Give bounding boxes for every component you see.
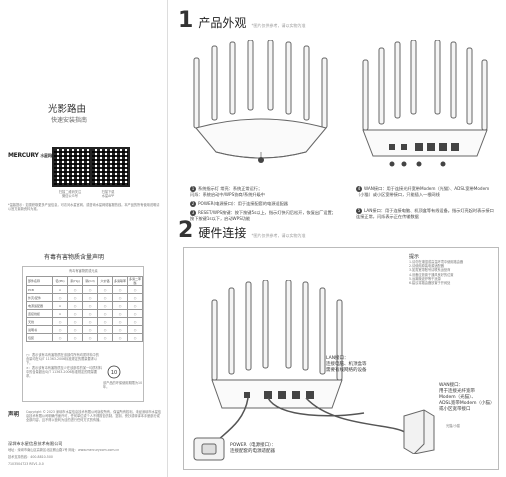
callout-number: 5 xyxy=(356,208,362,214)
table-row: 电源适配器×○○○○○ xyxy=(26,301,143,310)
table-cell: PCB xyxy=(26,285,53,294)
hazard-table-title: 有毒有害物质或元素 xyxy=(69,269,98,273)
power-label: POWER（电源接口）： 连接配套的电源适配器 xyxy=(230,443,276,454)
table-cell: 多溴联苯 xyxy=(112,276,128,286)
table-cell: 连接线缆 xyxy=(26,309,53,318)
brand-name: MERCURY xyxy=(8,152,39,159)
item-text: LAN接口：用于连接电脑、机顶盒等有线设备。指示灯亮起时表示接口连接正常，闪烁表… xyxy=(356,208,494,219)
table-cell: 包装 xyxy=(26,333,53,342)
table-row: 包装○○○○○○ xyxy=(26,333,143,342)
product-title: 光影路由 xyxy=(48,104,87,115)
table-cell: 说明书 xyxy=(26,325,53,334)
qr1-caption: 扫描二维码关注 微信公众号 xyxy=(58,190,82,199)
table-cell: 多溴二苯醚 xyxy=(127,276,143,286)
statement-title: 声明 xyxy=(8,412,20,418)
section-1-heading: 1 产品外观 *图片仅供参考，请以实物为准 xyxy=(178,10,306,32)
hazard-table-box: 有毒有害物质或元素 部件名称 铅(Pb) 汞(Hg) 镉(Cd) 六价铬 多溴联… xyxy=(22,266,144,402)
callout-number: 1 xyxy=(190,186,196,192)
version-code: 7103504723 REV1.0.0 xyxy=(8,462,44,466)
table-cell: 镉(Cd) xyxy=(82,276,98,286)
callout-number: 4 xyxy=(356,186,362,192)
brand-name-cn: 水星网络 xyxy=(40,153,56,158)
connection-diagram-box: 提示 1.请勿在潮湿或高温环境中使用路由器 2.请使用原装电源适配器 3.如需宽… xyxy=(183,247,499,470)
modem-label: 光猫/小猫 xyxy=(446,424,460,428)
table-cell: 外壳/配件 xyxy=(26,293,53,302)
hazard-title: 有毒有害物质含量声明 xyxy=(44,254,105,261)
hazard-col0: 部件名称 xyxy=(26,276,53,286)
qr2-caption: 扫描下载 水星APP xyxy=(101,190,115,199)
wan-label: WAN接口： 用于连接光纤宽带 Modem（光猫）、 ADSL宽带Modem（小… xyxy=(439,383,495,412)
recycle-note: 该产品的环保使用期限为10年。 xyxy=(103,381,143,390)
company-name: 深圳市水星信息技术有限公司 xyxy=(8,441,63,446)
power-adapter-icon xyxy=(193,437,225,461)
left-panel: 光影路由 快速安装指南 MERCURY 水星网络 扫描二维码关注 微信公众号 扫… xyxy=(0,0,168,477)
section-2-title: 硬件连接 xyxy=(198,226,247,240)
table-row: 天线○○○○○○ xyxy=(26,317,143,326)
table-row: 部件名称 铅(Pb) 汞(Hg) 镉(Cd) 六价铬 多溴联苯 多溴二苯醚 xyxy=(26,276,143,286)
table-cell: 六价铬 xyxy=(97,276,113,286)
router-back-illustration xyxy=(362,40,488,167)
section-2-subtitle: *图片仅供参考，请以实物为准 xyxy=(251,233,306,238)
company-address: 地址：深圳市南山区高新区北区朗山路1号 网址：www.mercurycom.co… xyxy=(8,448,120,452)
item-text: 系统指示灯 常亮：系统正常运行； 闪烁：系统启动中/WPS协商/系统升级中 xyxy=(190,186,265,197)
router-connection-illustration xyxy=(211,280,343,409)
table-row: PCB×○○○○○ xyxy=(26,285,143,294)
modem-icon xyxy=(403,409,435,454)
section-1-subtitle: *图片仅供参考，请以实物为准 xyxy=(251,23,306,28)
notes-title: 提示 xyxy=(409,254,420,260)
table-cell: 汞(Hg) xyxy=(67,276,83,286)
table-cell: 天线 xyxy=(26,317,53,326)
table-cell: 铅(Pb) xyxy=(52,276,68,286)
hazard-note: ○：表示该有毒有害物质在该部件所有均质材料中的含量均在SJ/T 11363-20… xyxy=(26,353,102,379)
item-text: WAN接口：用于连接光纤宽带Modem（光猫）、ADSL宽带Modem（小猫）或… xyxy=(356,186,490,197)
led-callout-1 xyxy=(258,157,264,163)
eco-recycle-icon: 10 xyxy=(107,365,121,379)
lan-label: LAN接口： 连接电脑、机顶盒等 需要有线网络的设备 xyxy=(326,356,367,373)
item-text: POWER(电源接口)：用于连接配套的电源适配器 xyxy=(198,201,288,206)
callout-number: 2 xyxy=(190,201,196,207)
section-1-number: 1 xyxy=(178,8,194,33)
section-2-number: 2 xyxy=(178,218,194,243)
hazard-table: 部件名称 铅(Pb) 汞(Hg) 镉(Cd) 六价铬 多溴联苯 多溴二苯醚 PC… xyxy=(26,276,143,342)
product-subtitle: 快速安装指南 xyxy=(51,117,88,124)
section-2-heading: 2 硬件连接 *图片仅供参考，请以实物为准 xyxy=(178,220,306,242)
section-1-title: 产品外观 xyxy=(198,16,247,30)
notes-text: 1.请勿在潮湿或高温环境中使用路由器 2.请使用原装电源适配器 3.如需宽带账号… xyxy=(409,260,464,286)
table-row: 外壳/配件○○○○○○ xyxy=(26,293,143,302)
service-note: *温馨提示：如需获取更多产品信息，可访问水星官网，或咨询水星网络客服热线。本产品… xyxy=(8,203,160,212)
router-front-illustration xyxy=(193,40,328,163)
statement-text: Copyright © 2023 深圳市水星信息技术有限公司版权所有，保留所有权… xyxy=(26,410,162,423)
item-text: RESET/WPS按键：按下按键5s以上，指示灯快闪后松开，恢复出厂设置；按下按… xyxy=(190,210,336,221)
hotline: 技术支持热线：400-8810-500 xyxy=(8,455,53,459)
brand-logo: MERCURY 水星网络 xyxy=(8,152,55,159)
table-row: 说明书○○○○○○ xyxy=(26,325,143,334)
wechat-qr-code xyxy=(52,147,92,187)
svg-text:10: 10 xyxy=(111,370,117,376)
callout-number: 3 xyxy=(190,210,196,216)
table-cell: 电源适配器 xyxy=(26,301,53,310)
app-qr-code xyxy=(90,147,130,187)
table-row: 连接线缆×○○○○○ xyxy=(26,309,143,318)
